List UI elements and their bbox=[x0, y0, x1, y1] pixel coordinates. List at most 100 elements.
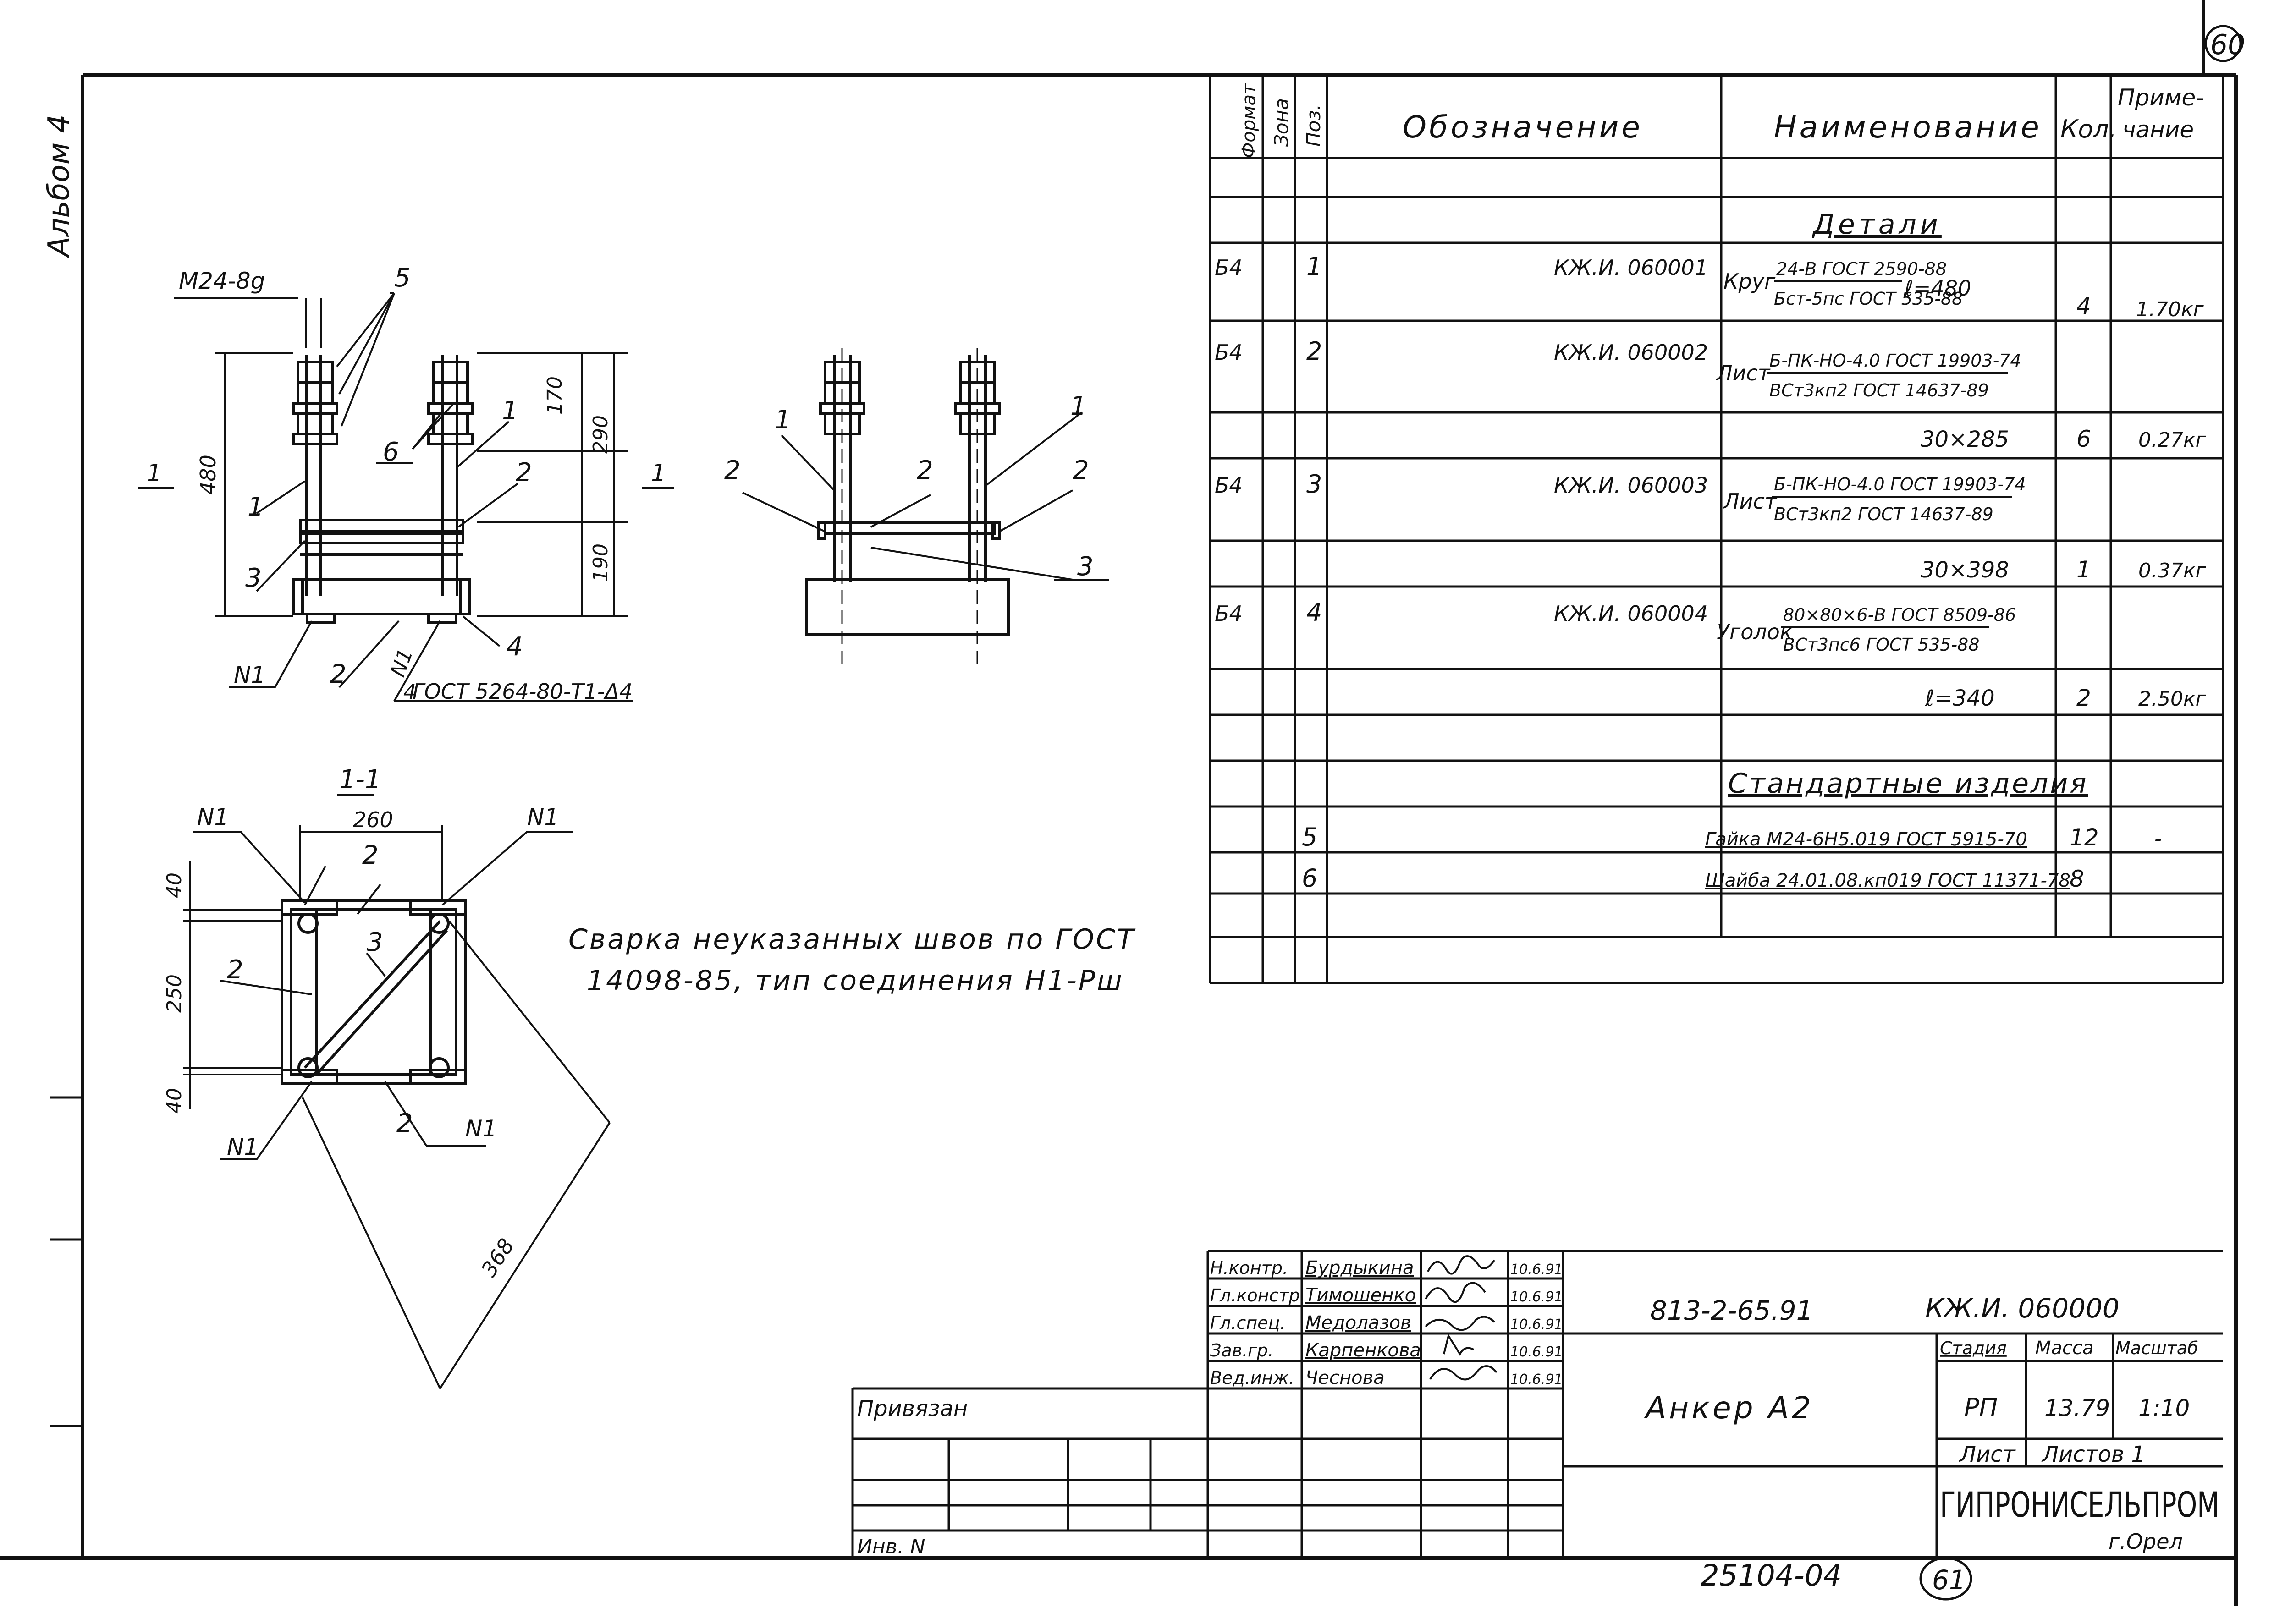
row2-name-prefix: Лист bbox=[1716, 361, 1771, 385]
row1-format: Б4 bbox=[1215, 255, 1243, 280]
role-2: Гл.констр. bbox=[1210, 1285, 1305, 1306]
row4-name-prefix: Уголок bbox=[1717, 620, 1793, 644]
dim-290: 290 bbox=[589, 415, 612, 454]
row4-name-bottom: ВСт3пс6 ГОСТ 535-88 bbox=[1783, 635, 1979, 655]
std-row1-note: - bbox=[2154, 827, 2162, 850]
pos-2-front-bottom: 2 bbox=[330, 659, 347, 689]
header-note-2: чание bbox=[2122, 116, 2194, 143]
scale-value: 1:10 bbox=[2138, 1395, 2190, 1421]
mass-label: Масса bbox=[2035, 1338, 2094, 1359]
album-label: Альбом 4 bbox=[42, 115, 76, 258]
cut-mark-left: 1 bbox=[147, 460, 162, 487]
pos-1-side-right: 1 bbox=[1070, 391, 1087, 421]
bottom-sheet-circle bbox=[1919, 1557, 1972, 1601]
row1-pos: 1 bbox=[1306, 252, 1322, 281]
weld-standard: ГОСТ 5264-80-Т1-Δ4 bbox=[413, 679, 633, 704]
pos-1-side-left: 1 bbox=[775, 405, 791, 435]
std-row1-pos: 5 bbox=[1302, 823, 1317, 851]
pos-4-front: 4 bbox=[507, 632, 523, 662]
dim-250: 250 bbox=[163, 974, 186, 1013]
bound-label: Привязан bbox=[857, 1396, 968, 1421]
row1-name-prefix: Круг bbox=[1723, 269, 1776, 294]
section-parts: Детали bbox=[1811, 208, 1942, 241]
std-row1-name: Гайка М24-6Н5.019 ГОСТ 5915-70 bbox=[1705, 829, 2027, 850]
role-1: Н.контр. bbox=[1210, 1258, 1288, 1278]
pos-3-section: 3 bbox=[367, 927, 383, 957]
std-row2-pos: 6 bbox=[1302, 864, 1317, 893]
bottom-sheet-number: 61 bbox=[1932, 1564, 1966, 1596]
mass-value: 13.79 bbox=[2044, 1395, 2110, 1421]
header-zone: Зона bbox=[1270, 98, 1293, 147]
name-5: Чеснова bbox=[1305, 1367, 1385, 1388]
row4-format: Б4 bbox=[1215, 601, 1243, 626]
row3-qty: 1 bbox=[2076, 556, 2091, 583]
header-designation: Обозначение bbox=[1403, 110, 1643, 145]
row3-pos: 3 bbox=[1306, 470, 1322, 499]
pos-2-side-mid: 2 bbox=[917, 455, 933, 485]
thread-label: М24-8g bbox=[179, 268, 265, 294]
row2-format: Б4 bbox=[1215, 340, 1243, 365]
row3-name-top: Б-ПК-НО-4.0 ГОСТ 19903-74 bbox=[1774, 474, 2026, 494]
front-view: М24-8g 480 170 290 190 1 1 5 6 1 2 1 3 4… bbox=[138, 263, 674, 704]
organization: ГИПРОНИСЕЛЬПРОМ bbox=[1940, 1484, 2219, 1525]
section-view: 1-1 bbox=[163, 765, 611, 1389]
pos-2-front-right: 2 bbox=[516, 458, 532, 488]
name-4: Карпенкова bbox=[1305, 1340, 1421, 1361]
row2-note: 0.27кг bbox=[2138, 428, 2207, 452]
weld-note-line2: 14098-85, тип соединения Н1-Рш bbox=[587, 965, 1124, 997]
pos-2-side-left: 2 bbox=[724, 455, 741, 485]
city: г.Орел bbox=[2109, 1529, 2183, 1554]
row4-qty: 2 bbox=[2076, 685, 2091, 711]
date-5: 10.6.91 bbox=[1510, 1372, 1563, 1388]
sheets-label: Листов 1 bbox=[2041, 1442, 2145, 1467]
row2-designation: КЖ.И. 060002 bbox=[1554, 340, 1708, 365]
dim-40-bottom: 40 bbox=[163, 1088, 186, 1114]
doc-code: 813-2-65.91 bbox=[1650, 1295, 1813, 1326]
top-sheet-number: 60 bbox=[2210, 29, 2245, 61]
row1-designation: КЖ.И. 060001 bbox=[1554, 255, 1708, 280]
row1-name-bottom: Бст-5пс ГОСТ 535-88 bbox=[1774, 289, 1963, 309]
row2-name-bottom: ВСт3кп2 ГОСТ 14637-89 bbox=[1769, 380, 1989, 401]
header-format: Формат bbox=[1239, 83, 1260, 158]
pos-2-side-right: 2 bbox=[1073, 455, 1089, 485]
sheet-label: Лист bbox=[1959, 1442, 2016, 1467]
row3-designation: КЖ.И. 060003 bbox=[1554, 473, 1708, 498]
section-standard: Стандартные изделия bbox=[1728, 768, 2088, 800]
row3-size: 30×398 bbox=[1921, 557, 2009, 583]
weld-mark-section-3: N1 bbox=[465, 1115, 497, 1142]
date-2: 10.6.91 bbox=[1510, 1289, 1563, 1305]
side-view: 1 1 2 2 2 3 bbox=[724, 348, 1109, 664]
row2-pos: 2 bbox=[1306, 337, 1322, 366]
row4-pos: 4 bbox=[1306, 598, 1322, 627]
weld-note-line1: Сварка неуказанных швов по ГОСТ bbox=[568, 923, 1136, 955]
date-3: 10.6.91 bbox=[1510, 1317, 1563, 1333]
row4-size: ℓ=340 bbox=[1925, 686, 1995, 711]
bottom-number: 25104-04 bbox=[1701, 1559, 1842, 1593]
date-4: 10.6.91 bbox=[1510, 1344, 1563, 1360]
spec-table: Формат Зона Поз. Обозначение Наименовани… bbox=[1209, 75, 2224, 984]
row1-extra: ℓ=480 bbox=[1904, 276, 1971, 301]
role-5: Вед.инж. bbox=[1210, 1368, 1294, 1388]
signatures bbox=[1425, 1255, 1498, 1381]
header-pos: Поз. bbox=[1302, 104, 1325, 147]
weld-mark-section-4: N1 bbox=[227, 1134, 259, 1160]
row1-name-top: 24-В ГОСТ 2590-88 bbox=[1776, 259, 1947, 279]
role-4: Зав.гр. bbox=[1210, 1340, 1273, 1361]
std-row1-qty: 12 bbox=[2070, 824, 2099, 851]
row2-size: 30×285 bbox=[1921, 427, 2009, 452]
top-sheet-number-circle bbox=[2204, 25, 2242, 62]
inv-label: Инв. N bbox=[857, 1535, 925, 1558]
weld-mark-front-2: N1 bbox=[386, 646, 418, 680]
role-3: Гл.спец. bbox=[1210, 1313, 1286, 1333]
row1-qty: 4 bbox=[2076, 293, 2091, 319]
pos-6-front: 6 bbox=[383, 437, 399, 467]
pos-3-side: 3 bbox=[1077, 552, 1094, 582]
pos-3-front: 3 bbox=[245, 563, 262, 593]
weld-mark-section-2: N1 bbox=[527, 804, 559, 830]
row2-qty: 6 bbox=[2076, 426, 2091, 452]
dim-480: 480 bbox=[196, 455, 220, 495]
name-2: Тимошенко bbox=[1305, 1285, 1416, 1306]
weld-mark-front: N1 bbox=[234, 662, 265, 688]
header-note-1: Приме- bbox=[2118, 84, 2204, 111]
